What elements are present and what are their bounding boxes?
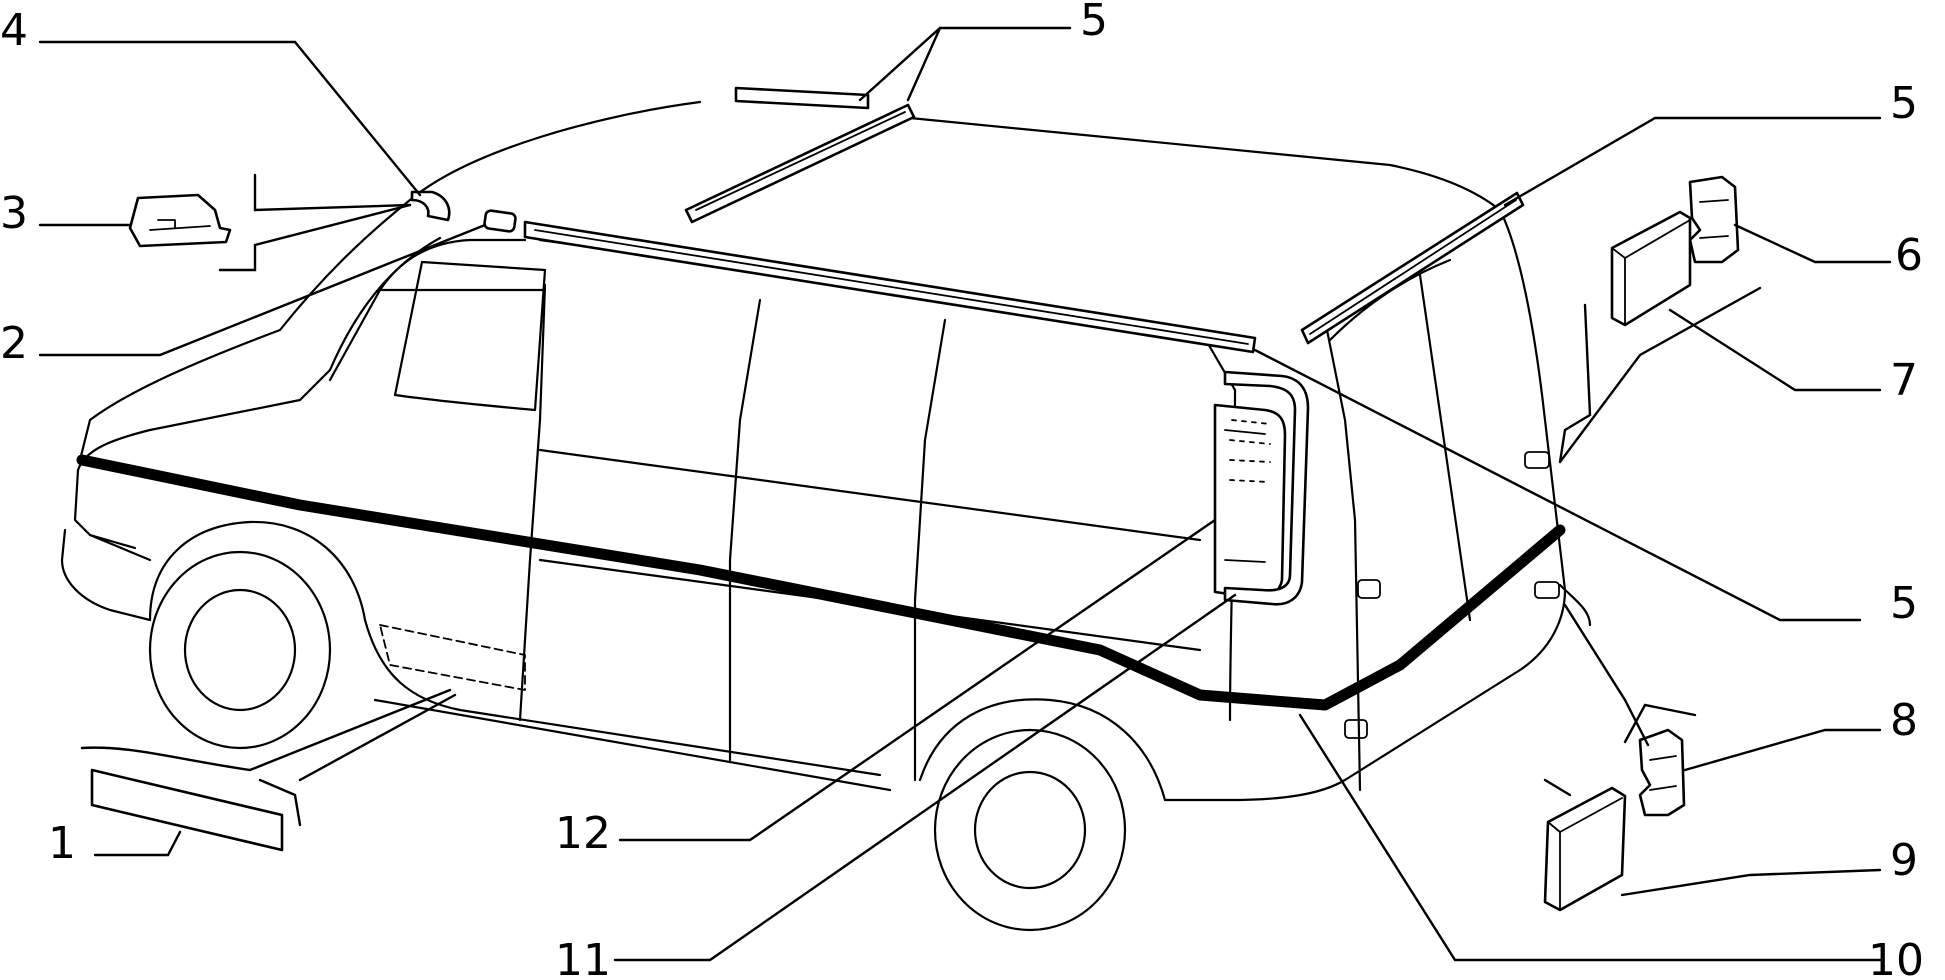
roof-rail-front <box>684 103 916 224</box>
callout-5-right-lower: 5 <box>1890 578 1918 629</box>
van-body <box>60 100 1592 932</box>
callout-5-top: 5 <box>1080 0 1108 46</box>
callout-1: 1 <box>48 818 76 869</box>
leader-lines <box>38 26 1892 962</box>
roof-rail-top-short <box>734 86 870 110</box>
roof-rail-side-long <box>523 220 1257 354</box>
callout-2: 2 <box>0 318 28 369</box>
side-molding-stripe <box>76 454 1566 711</box>
bracket-part-3 <box>128 193 232 248</box>
sill-plate-part-1 <box>90 768 284 852</box>
callout-12: 12 <box>555 808 611 859</box>
callout-8: 8 <box>1890 695 1918 746</box>
clip-part-8 <box>1638 728 1686 817</box>
callout-4: 4 <box>0 5 28 56</box>
rear-quarter-window-part-12 <box>1213 403 1287 600</box>
marker-lamp-part-7 <box>1610 210 1692 327</box>
callout-10: 10 <box>1868 935 1924 980</box>
callout-9: 9 <box>1890 835 1918 886</box>
window-seal-part-11 <box>1223 370 1310 606</box>
roof-clip-part-4 <box>410 190 451 222</box>
callout-5-right-upper: 5 <box>1890 78 1918 129</box>
callout-6: 6 <box>1895 230 1923 281</box>
callout-3: 3 <box>0 188 28 239</box>
end-cap-part-2 <box>483 209 517 233</box>
callout-7: 7 <box>1890 355 1918 406</box>
marker-lamp-part-9 <box>1543 786 1627 912</box>
clip-part-6 <box>1688 175 1740 264</box>
roof-rail-rear <box>1300 191 1525 345</box>
callout-11: 11 <box>555 935 611 980</box>
